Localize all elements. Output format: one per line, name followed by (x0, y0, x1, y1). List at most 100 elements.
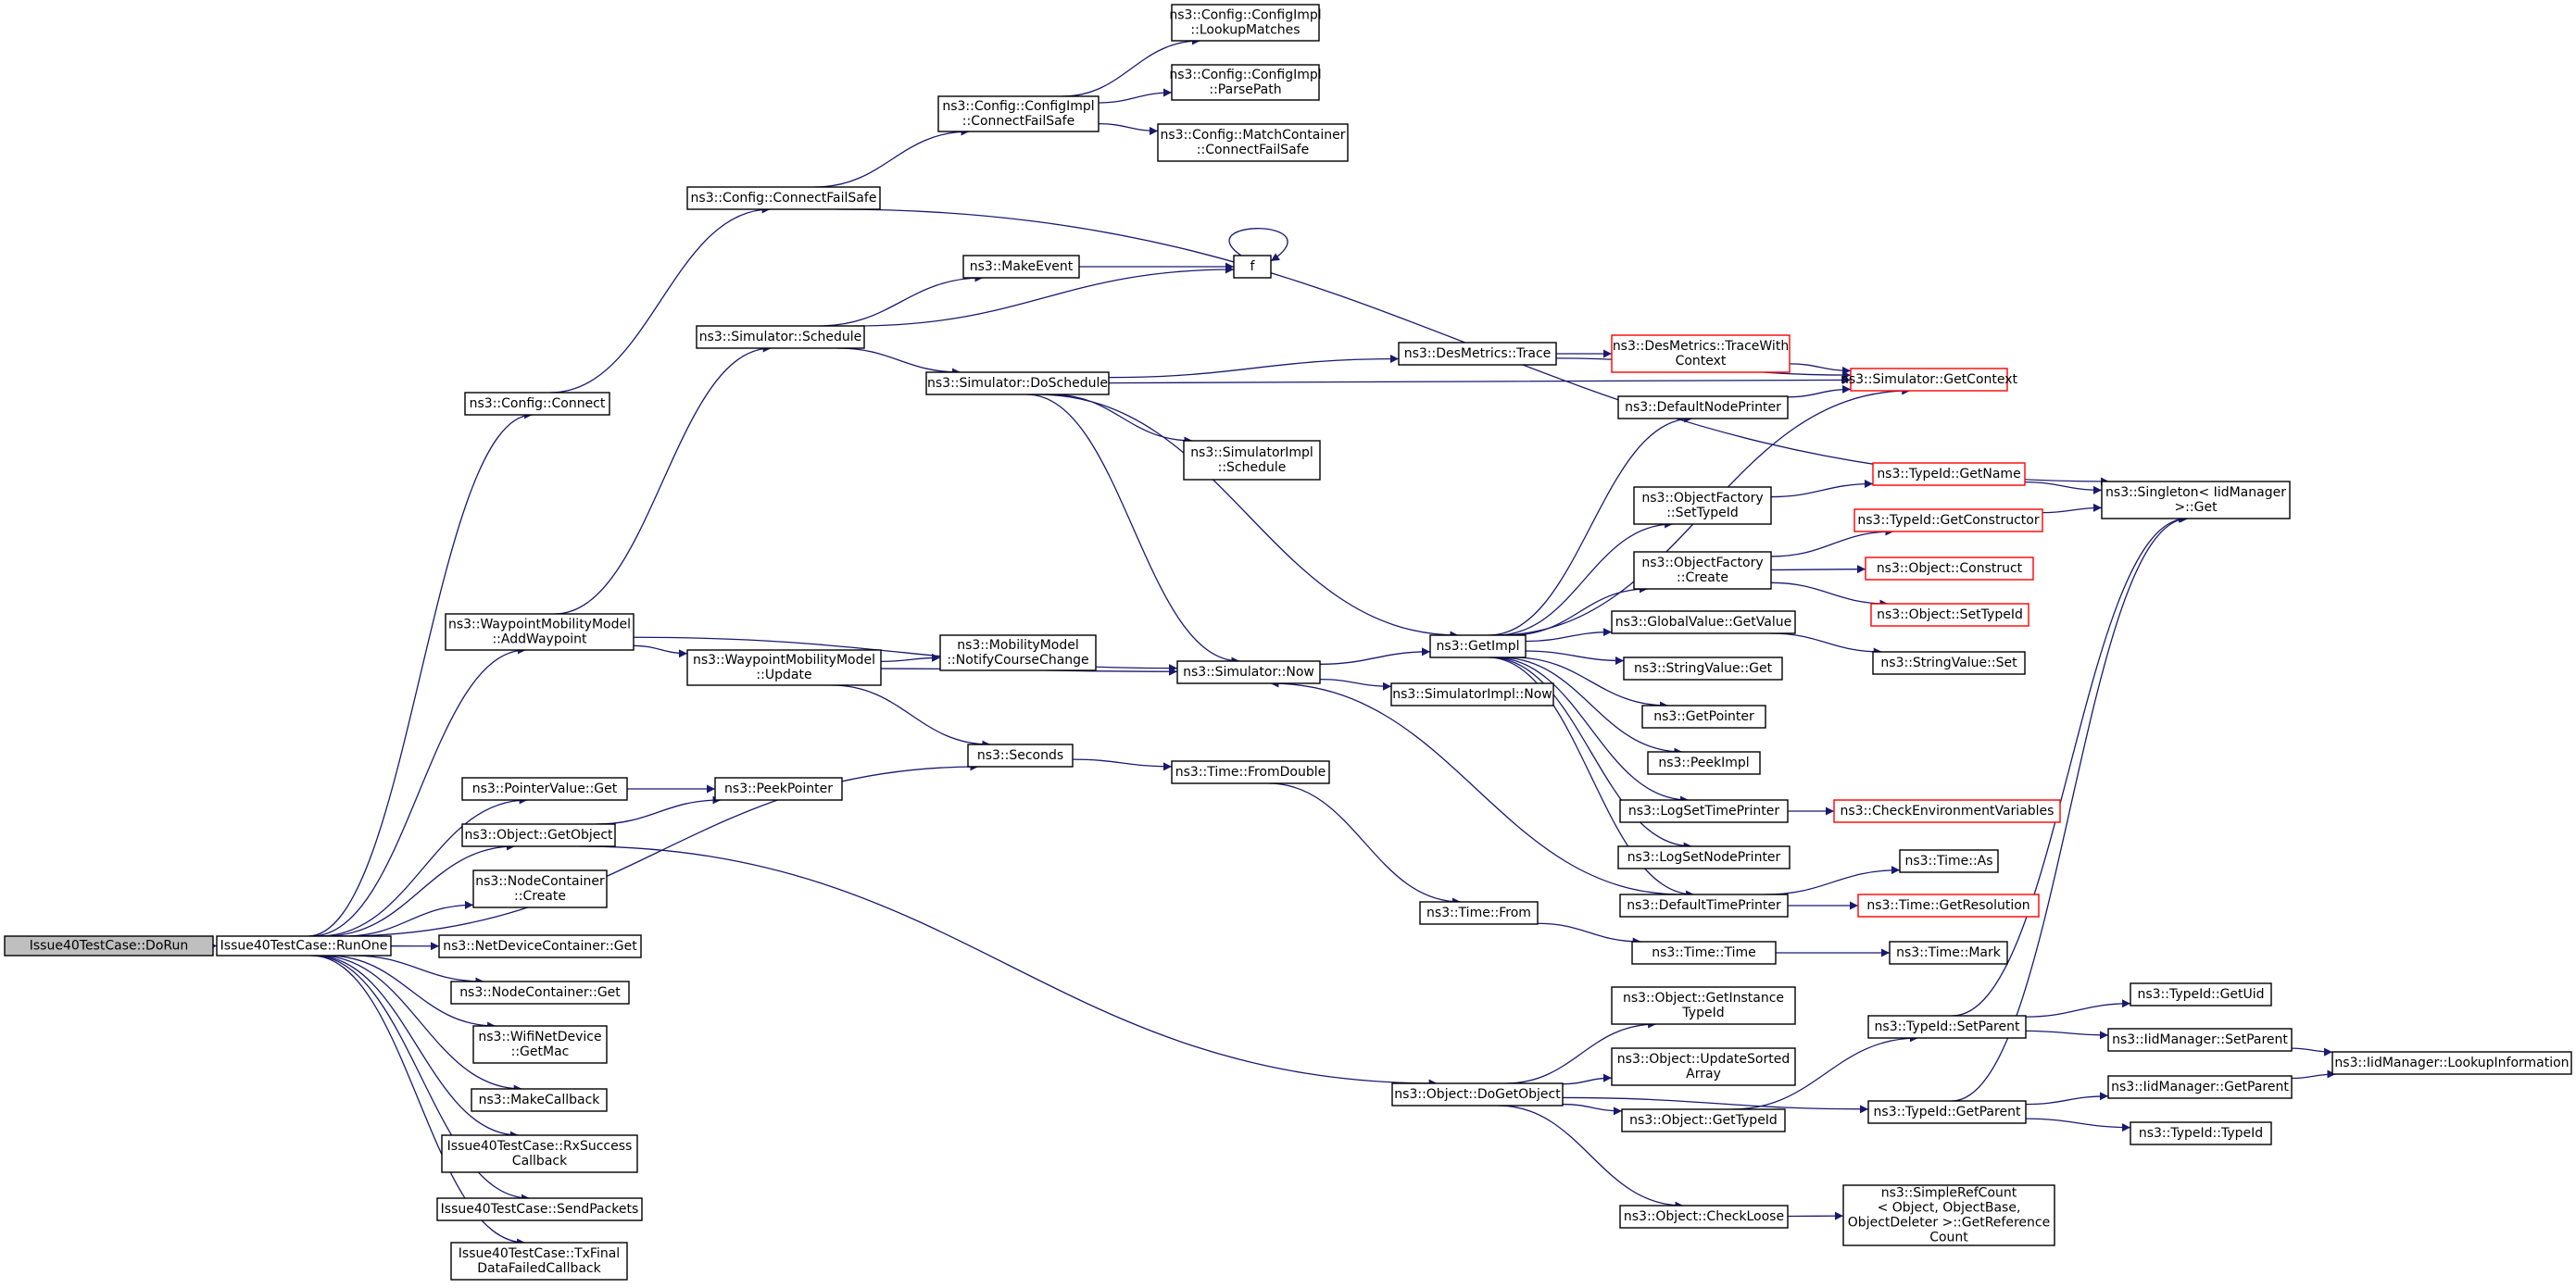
graph-node-n14[interactable]: ns3::DesMetrics::Trace (1398, 342, 1557, 366)
graph-node-n2[interactable]: ns3::Config::Connect (464, 392, 610, 416)
graph-node-n9[interactable]: ns3::WaypointMobilityModel::AddWaypoint (445, 613, 635, 651)
node-box-n7[interactable] (1157, 123, 1349, 162)
node-box-n25[interactable] (1611, 610, 1796, 634)
node-box-n28[interactable] (1641, 705, 1766, 729)
node-box-n9[interactable] (445, 613, 635, 651)
graph-node-n49[interactable]: ns3::NodeContainer::Create (472, 869, 608, 908)
graph-node-n41[interactable]: ns3::Seconds (967, 744, 1074, 768)
graph-node-n25[interactable]: ns3::GlobalValue::GetValue (1611, 610, 1796, 634)
graph-node-n64[interactable]: ns3::TypeId::GetUid (2130, 982, 2272, 1007)
node-box-n41[interactable] (967, 744, 1074, 768)
graph-node-n21[interactable]: ns3::ObjectFactory::Create (1633, 551, 1772, 590)
node-box-n65[interactable] (2107, 1028, 2293, 1052)
graph-node-n37[interactable]: ns3::Simulator::Now (1176, 660, 1321, 684)
graph-node-n55[interactable]: Issue40TestCase::SendPackets (436, 1197, 643, 1221)
graph-node-n29[interactable]: ns3::PeekImpl (1647, 751, 1761, 775)
graph-node-n61[interactable]: ns3::Object::CheckLoose (1619, 1205, 1789, 1229)
graph-node-n39[interactable]: ns3::WaypointMobilityModel::Update (686, 649, 882, 686)
graph-node-n68[interactable]: ns3::IidManager::GetParent (2107, 1075, 2293, 1099)
graph-node-n5[interactable]: ns3::Config::ConfigImpl::LookupMatches (1169, 4, 1322, 42)
node-box-n66[interactable] (2331, 1051, 2572, 1075)
node-box-n23[interactable] (1865, 556, 2034, 581)
node-box-n59[interactable] (1611, 1047, 1796, 1086)
node-box-n22[interactable] (1853, 508, 2043, 532)
graph-node-n44[interactable]: ns3::Time::Time (1631, 941, 1777, 965)
graph-node-n38[interactable]: ns3::SimulatorImpl::Now (1390, 682, 1554, 707)
node-box-n58[interactable] (1611, 986, 1796, 1025)
node-box-n40[interactable] (939, 634, 1097, 671)
node-box-n32[interactable] (1617, 845, 1791, 869)
graph-node-n42[interactable]: ns3::Time::FromDouble (1171, 760, 1330, 784)
node-box-n2[interactable] (464, 392, 610, 416)
graph-node-n67[interactable]: ns3::TypeId::GetParent (1867, 1100, 2027, 1124)
node-box-n30[interactable] (1619, 799, 1789, 823)
node-box-n43[interactable] (1419, 901, 1539, 925)
graph-node-n22[interactable]: ns3::TypeId::GetConstructor (1853, 508, 2043, 532)
graph-node-n52[interactable]: ns3::WifiNetDevice::GetMac (472, 1025, 608, 1064)
node-box-n1[interactable] (216, 935, 392, 957)
node-box-n35[interactable] (1857, 894, 2040, 918)
node-box-n17[interactable] (1429, 634, 1527, 658)
graph-node-n46[interactable]: ns3::PointerValue::Get (461, 777, 628, 801)
graph-node-n60[interactable]: ns3::Object::GetTypeId (1621, 1108, 1786, 1132)
node-box-n61[interactable] (1619, 1205, 1789, 1229)
node-box-n33[interactable] (1619, 894, 1789, 918)
node-box-n4[interactable] (937, 95, 1100, 132)
node-box-n67[interactable] (1867, 1100, 2027, 1124)
node-box-n3[interactable] (686, 186, 881, 210)
node-box-n54[interactable] (441, 1134, 638, 1173)
node-box-n14[interactable] (1398, 342, 1557, 366)
graph-node-n16[interactable]: ns3::Simulator::GetContext (1841, 368, 2018, 392)
node-box-n56[interactable] (450, 1242, 628, 1281)
node-box-n5[interactable] (1171, 4, 1320, 42)
node-box-n36[interactable] (1183, 440, 1321, 481)
node-box-n63[interactable] (1867, 1015, 2027, 1039)
graph-node-n69[interactable]: ns3::TypeId::TypeId (2130, 1121, 2272, 1145)
graph-node-n45[interactable]: ns3::Time::Mark (1889, 941, 2008, 965)
node-box-n19[interactable] (1633, 486, 1772, 525)
node-box-n16[interactable] (1850, 368, 2008, 392)
node-box-n26[interactable] (1872, 651, 2026, 675)
graph-node-n48[interactable]: ns3::Object::GetObject (461, 823, 616, 847)
graph-node-n66[interactable]: ns3::IidManager::LookupInformation (2331, 1051, 2572, 1075)
node-box-n45[interactable] (1889, 941, 2008, 965)
graph-node-n18[interactable]: ns3::DefaultNodePrinter (1617, 395, 1789, 419)
graph-node-n10[interactable]: ns3::Simulator::Schedule (696, 325, 865, 349)
node-box-n0[interactable] (4, 935, 214, 957)
graph-node-n30[interactable]: ns3::LogSetTimePrinter (1619, 799, 1789, 823)
node-box-n18[interactable] (1617, 395, 1789, 419)
node-box-n50[interactable] (438, 934, 642, 958)
node-box-n69[interactable] (2130, 1121, 2272, 1145)
graph-node-n31[interactable]: ns3::CheckEnvironmentVariables (1833, 799, 2061, 823)
graph-node-n63[interactable]: ns3::TypeId::SetParent (1867, 1015, 2027, 1039)
node-box-n13[interactable] (925, 371, 1110, 395)
graph-node-n33[interactable]: ns3::DefaultTimePrinter (1619, 894, 1789, 918)
node-box-n57[interactable] (1391, 1082, 1564, 1107)
graph-node-n65[interactable]: ns3::IidManager::SetParent (2107, 1028, 2293, 1052)
graph-node-n27[interactable]: ns3::StringValue::Get (1623, 657, 1783, 681)
graph-node-n47[interactable]: ns3::PeekPointer (714, 777, 843, 801)
node-box-n20[interactable] (1872, 462, 2026, 486)
graph-node-n28[interactable]: ns3::GetPointer (1641, 705, 1766, 729)
graph-node-n57[interactable]: ns3::Object::DoGetObject (1391, 1082, 1564, 1107)
node-box-n6[interactable] (1171, 64, 1320, 101)
node-box-n64[interactable] (2130, 982, 2272, 1007)
graph-node-n56[interactable]: Issue40TestCase::TxFinalDataFailedCallba… (450, 1242, 628, 1281)
graph-node-n19[interactable]: ns3::ObjectFactory::SetTypeId (1633, 486, 1772, 525)
graph-node-n1[interactable]: Issue40TestCase::RunOne (216, 935, 392, 957)
graph-node-n35[interactable]: ns3::Time::GetResolution (1857, 894, 2040, 918)
node-box-n55[interactable] (436, 1197, 643, 1221)
graph-node-n23[interactable]: ns3::Object::Construct (1865, 556, 2034, 581)
node-box-n53[interactable] (471, 1088, 608, 1112)
node-box-n34[interactable] (1899, 849, 1999, 873)
graph-node-n6[interactable]: ns3::Config::ConfigImpl::ParsePath (1169, 64, 1322, 101)
node-box-n11[interactable] (962, 255, 1080, 279)
graph-node-n17[interactable]: ns3::GetImpl (1429, 634, 1527, 658)
node-box-n29[interactable] (1647, 751, 1761, 775)
node-box-n37[interactable] (1176, 660, 1321, 684)
node-box-n38[interactable] (1390, 682, 1554, 707)
graph-node-n12[interactable]: f (1233, 255, 1272, 279)
node-box-n62[interactable] (1842, 1184, 2055, 1246)
graph-node-n11[interactable]: ns3::MakeEvent (962, 255, 1080, 279)
